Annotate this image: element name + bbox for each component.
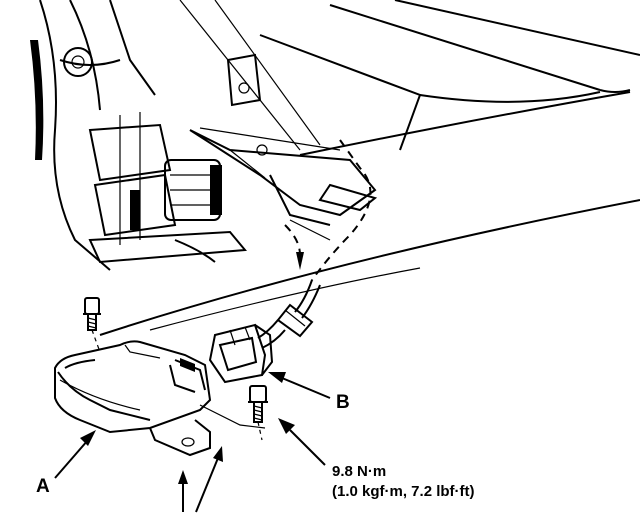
torque-spec-line2: (1.0 kgf·m, 7.2 lbf·ft) [332, 483, 475, 500]
bolt-lower-right [248, 385, 268, 441]
control-module-a [54, 340, 266, 457]
engine-components [30, 0, 247, 271]
bolt-upper-left [83, 297, 101, 353]
callout-a: A [36, 476, 50, 497]
connector-b [208, 323, 274, 384]
leader-a [54, 430, 96, 479]
torque-spec-line1: 9.8 N·m [332, 463, 386, 480]
callout-b: B [336, 392, 350, 413]
leader-bottom [178, 446, 223, 513]
leader-torque [278, 418, 326, 466]
leader-b [268, 372, 331, 399]
harness-route [284, 139, 372, 281]
mount-bracket [189, 53, 378, 241]
body-panel [99, 0, 640, 336]
